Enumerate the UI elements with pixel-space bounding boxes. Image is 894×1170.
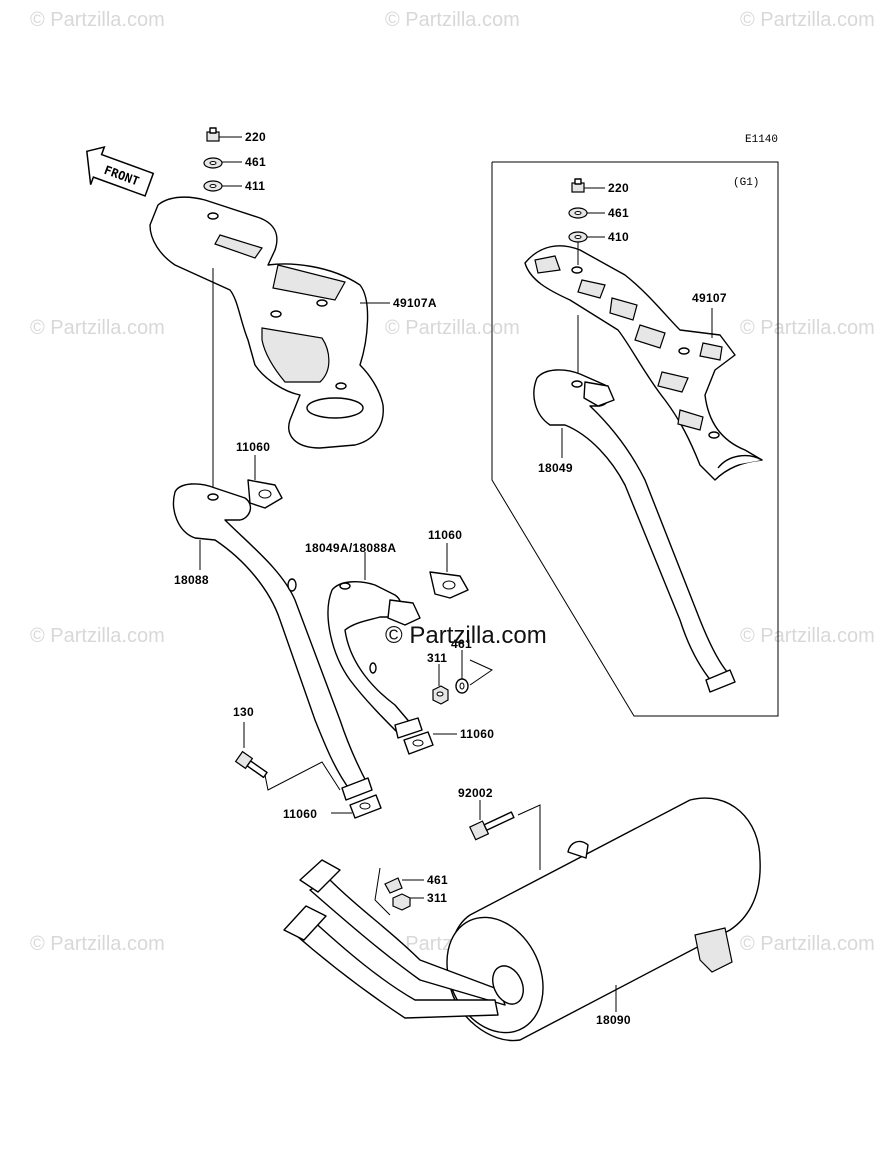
gasket-11060-b xyxy=(429,571,469,599)
label-411: 411 xyxy=(245,179,265,193)
label-18049A-18088A: 18049A/18088A xyxy=(305,541,396,555)
gasket-11060-c xyxy=(403,731,434,755)
lock-washer-461-low-icon xyxy=(384,877,403,894)
label-461-low: 461 xyxy=(427,873,448,887)
watermark: © Partzilla.com xyxy=(30,933,165,955)
label-49107: 49107 xyxy=(692,291,727,305)
label-311-low: 311 xyxy=(427,891,447,905)
label-11060-c: 11060 xyxy=(460,727,494,741)
label-11060-b: 11060 xyxy=(428,528,462,542)
heat-guard-49107A xyxy=(149,196,384,449)
group-g1-box xyxy=(491,161,779,717)
label-11060-d: 11060 xyxy=(283,807,317,821)
label-49107A: 49107A xyxy=(393,296,437,310)
watermark-grid: © Partzilla.com © Partzilla.com © Partzi… xyxy=(30,9,875,955)
watermark: © Partzilla.com xyxy=(740,9,875,31)
label-92002: 92002 xyxy=(458,786,493,800)
lock-washer-461-right-icon xyxy=(568,207,588,219)
nut-311-mid-icon xyxy=(432,685,449,705)
label-18088: 18088 xyxy=(174,573,209,587)
exhaust-pipe-18049 xyxy=(533,369,736,693)
washer-410-icon xyxy=(568,231,588,243)
label-461-right: 461 xyxy=(608,206,629,220)
diagram-code: E1140 xyxy=(745,134,778,146)
watermark: © Partzilla.com xyxy=(385,9,520,31)
watermark: © Partzilla.com xyxy=(30,317,165,339)
label-11060-a: 11060 xyxy=(236,440,270,454)
watermark: © Partzilla.com xyxy=(740,625,875,647)
label-18049: 18049 xyxy=(538,461,573,475)
watermark: © Partzilla.com xyxy=(30,9,165,31)
label-18090: 18090 xyxy=(596,1013,631,1027)
bolt-220-left-icon xyxy=(206,127,220,142)
label-311-mid: 311 xyxy=(427,651,447,665)
muffler-18090 xyxy=(283,797,761,1042)
lock-washer-461-left-icon xyxy=(203,157,223,169)
label-130: 130 xyxy=(233,705,254,719)
label-461-left: 461 xyxy=(245,155,266,169)
front-arrow-icon: FRONT xyxy=(85,146,155,197)
label-220-right: 220 xyxy=(608,181,629,195)
label-461-mid: 461 xyxy=(451,637,472,651)
exhaust-pipe-18049A-18088A xyxy=(327,581,423,739)
group-label: (G1) xyxy=(733,177,759,189)
washer-411-icon xyxy=(203,180,223,192)
center-watermark: © Partzilla.com xyxy=(385,622,547,649)
heat-guard-49107 xyxy=(524,245,763,481)
gasket-11060-a xyxy=(247,479,283,509)
label-220-left: 220 xyxy=(245,130,266,144)
bolt-130-icon xyxy=(234,750,268,779)
watermark: © Partzilla.com xyxy=(385,317,520,339)
lock-washer-461-mid-icon xyxy=(455,678,469,694)
watermark: © Partzilla.com xyxy=(740,317,875,339)
bolt-92002-icon xyxy=(468,811,515,841)
watermark: © Partzilla.com xyxy=(740,933,875,955)
label-410: 410 xyxy=(608,230,629,244)
watermark: © Partzilla.com xyxy=(30,625,165,647)
gasket-11060-d xyxy=(349,794,382,819)
bolt-220-right-icon xyxy=(571,178,585,193)
nut-311-low-icon xyxy=(392,893,411,911)
exhaust-pipe-18088 xyxy=(172,483,373,801)
